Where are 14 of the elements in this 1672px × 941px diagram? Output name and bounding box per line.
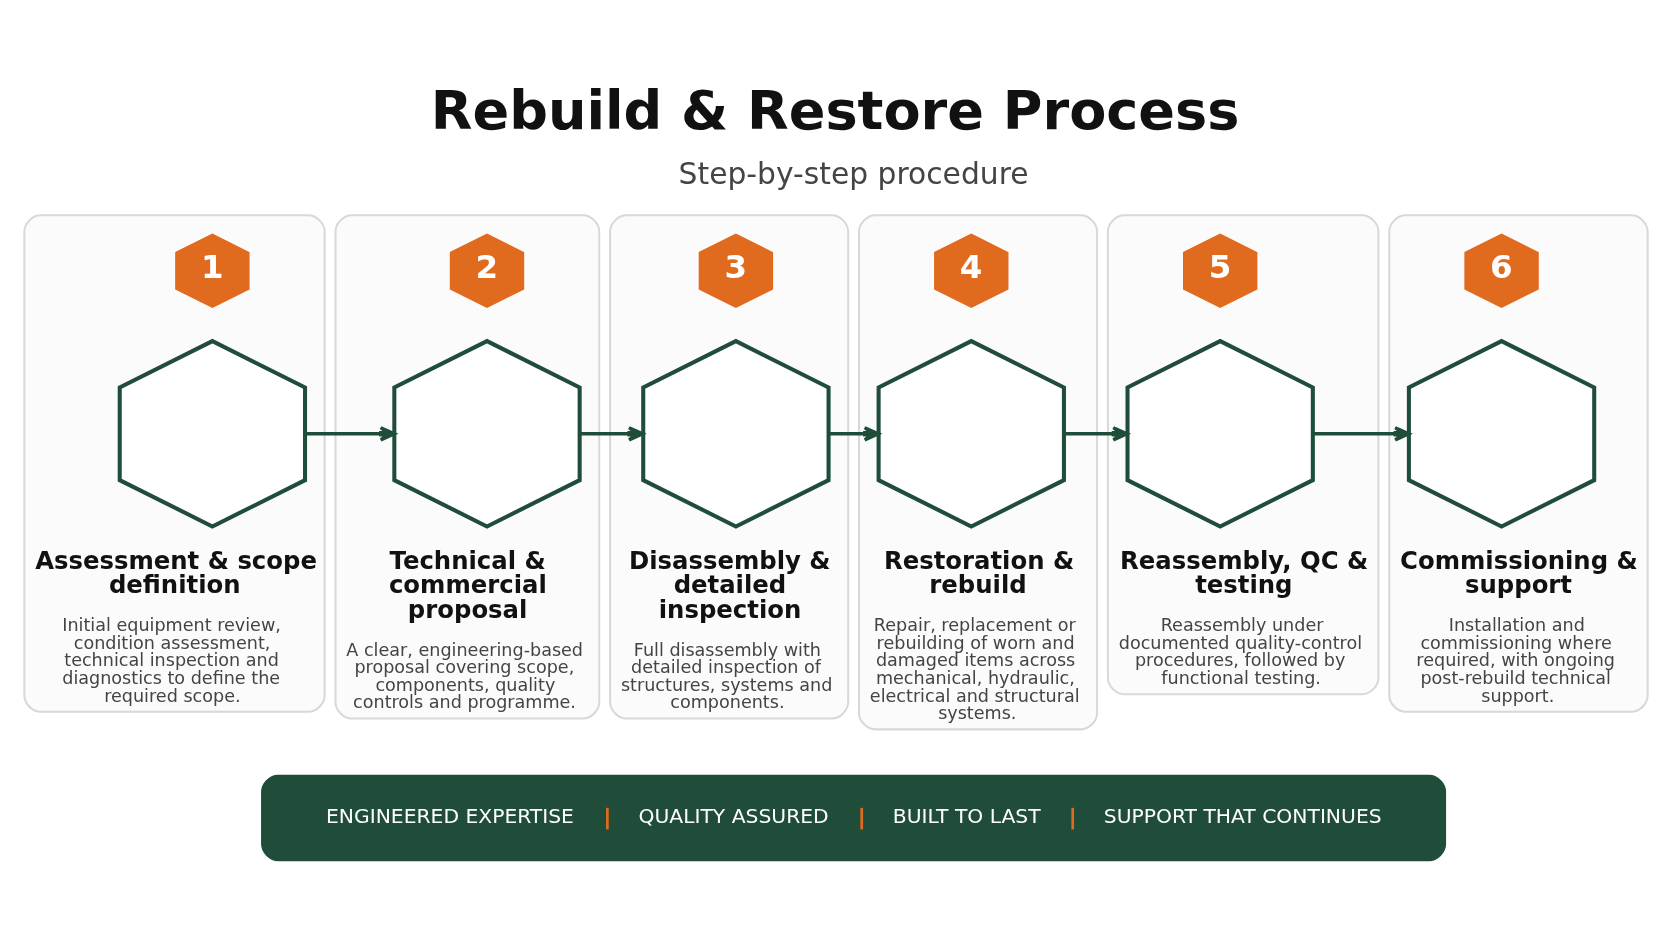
arrow: [1313, 425, 1411, 442]
node-hexagon: [1125, 338, 1315, 529]
node-hexagon: [1406, 338, 1597, 529]
arrow: [1064, 425, 1129, 442]
node-hexagon: [641, 338, 831, 529]
arrow: [305, 425, 396, 442]
arrow: [828, 425, 880, 442]
diagram-title: Rebuild & Restore Process: [430, 78, 1240, 142]
arrow: [579, 425, 645, 442]
label: Step-by-step procedure: [678, 155, 1029, 191]
node-box: ENGINEERED EXPERTISE QUALITY ASSURED BUILT TO LAST SUPPORT THAT CONTINUES: [261, 774, 1447, 861]
node-hexagon: [392, 338, 582, 529]
node-hexagon: [876, 338, 1066, 529]
node-hexagon: [117, 338, 308, 529]
